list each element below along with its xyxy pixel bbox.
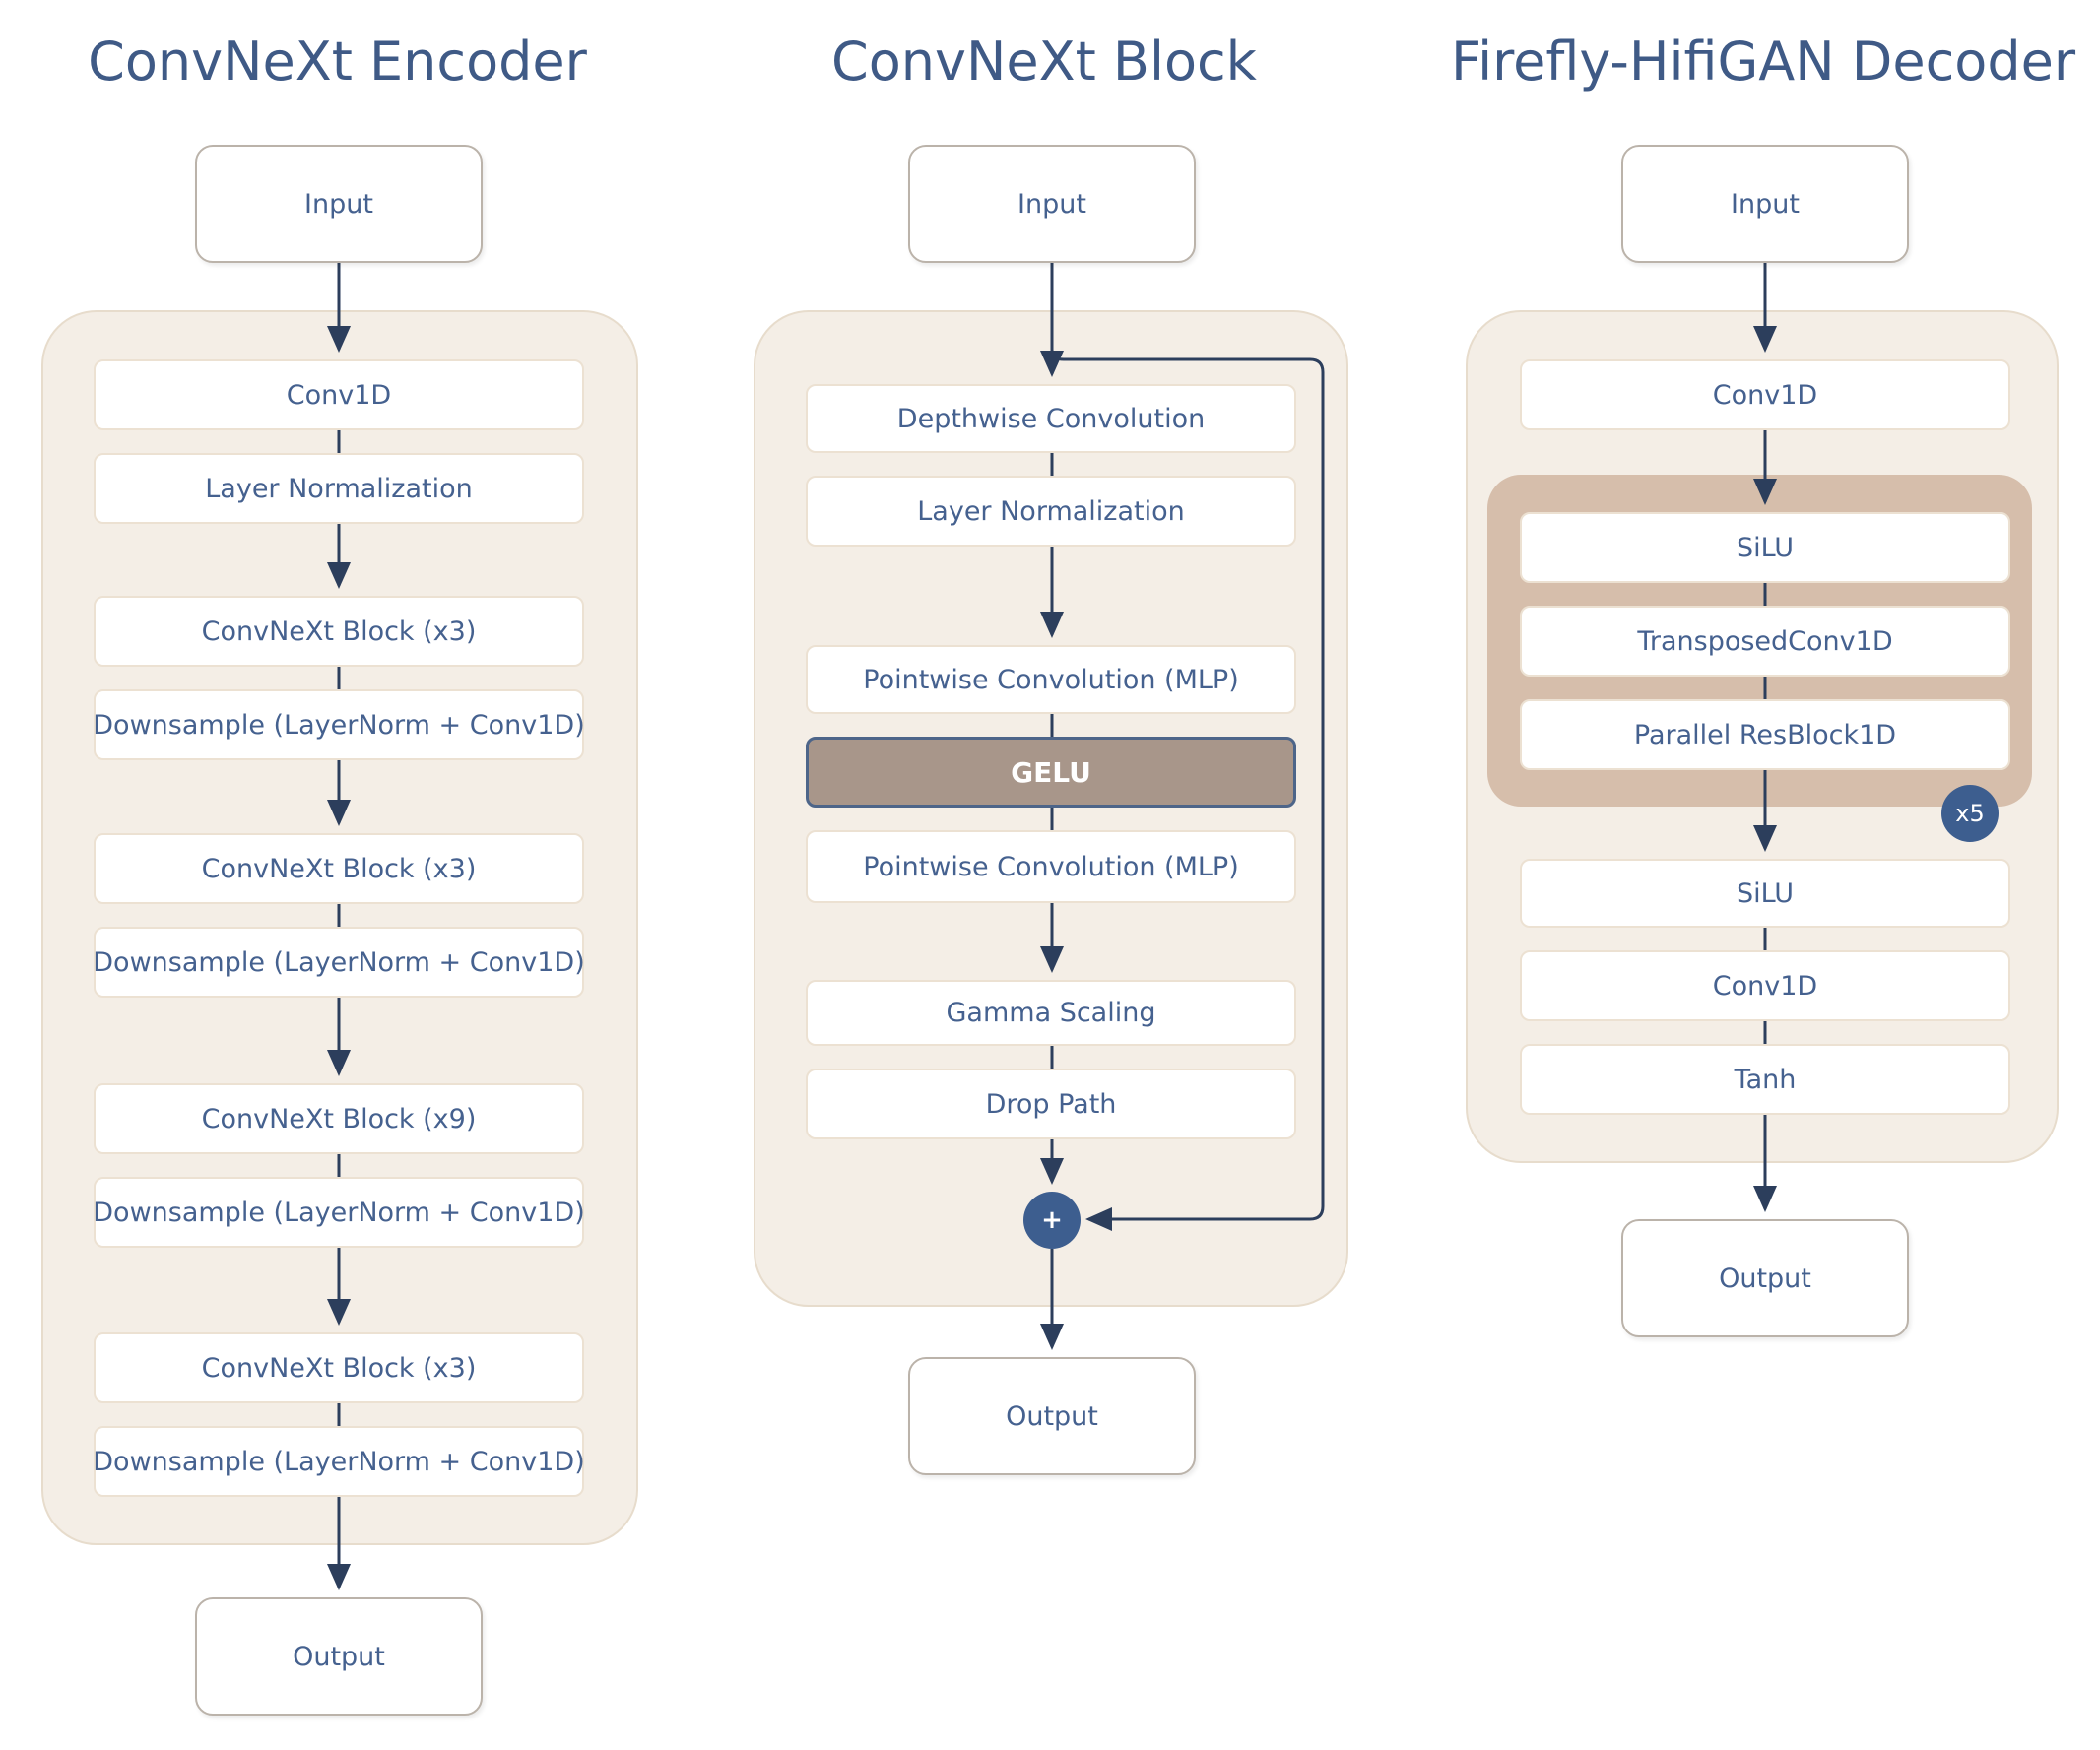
encoder-title: ConvNeXt Encoder [88, 31, 587, 93]
block-depthwise-conv: Depthwise Convolution [806, 384, 1296, 453]
block-panel [754, 310, 1348, 1307]
encoder-convnext-block-4: ConvNeXt Block (x3) [94, 1332, 584, 1403]
block-title: ConvNeXt Block [831, 31, 1257, 93]
decoder-conv1d-1: Conv1D [1520, 359, 2010, 430]
decoder-parallel-resblock1d: Parallel ResBlock1D [1520, 699, 2010, 770]
block-input-box: Input [908, 145, 1196, 263]
decoder-conv1d-2: Conv1D [1520, 950, 2010, 1021]
encoder-convnext-block-1: ConvNeXt Block (x3) [94, 596, 584, 667]
encoder-convnext-block-3: ConvNeXt Block (x9) [94, 1083, 584, 1154]
encoder-downsample-1: Downsample (LayerNorm + Conv1D) [93, 689, 585, 760]
encoder-downsample-4: Downsample (LayerNorm + Conv1D) [93, 1426, 585, 1497]
decoder-input-box: Input [1621, 145, 1909, 263]
block-gamma-scaling: Gamma Scaling [806, 980, 1296, 1046]
decoder-transposed-conv1d: TransposedConv1D [1520, 606, 2010, 677]
block-pointwise-conv-2: Pointwise Convolution (MLP) [806, 830, 1296, 903]
decoder-silu-2: SiLU [1520, 859, 2010, 928]
decoder-tanh: Tanh [1520, 1044, 2010, 1115]
block-gelu: GELU [806, 737, 1296, 808]
encoder-output-box: Output [195, 1597, 483, 1716]
decoder-title: Firefly-HifiGAN Decoder [1450, 31, 2076, 93]
encoder-layer-norm: Layer Normalization [94, 453, 584, 524]
decoder-output-box: Output [1621, 1219, 1909, 1337]
encoder-input-box: Input [195, 145, 483, 263]
block-pointwise-conv-1: Pointwise Convolution (MLP) [806, 645, 1296, 714]
repeat-count-badge: x5 [1941, 785, 1999, 842]
decoder-silu-1: SiLU [1520, 512, 2010, 583]
block-drop-path: Drop Path [806, 1069, 1296, 1139]
block-layer-norm: Layer Normalization [806, 476, 1296, 547]
add-circle-icon: + [1023, 1192, 1081, 1249]
encoder-convnext-block-2: ConvNeXt Block (x3) [94, 833, 584, 904]
encoder-conv1d: Conv1D [94, 359, 584, 430]
encoder-downsample-3: Downsample (LayerNorm + Conv1D) [93, 1177, 585, 1248]
block-output-box: Output [908, 1357, 1196, 1475]
encoder-downsample-2: Downsample (LayerNorm + Conv1D) [93, 927, 585, 998]
